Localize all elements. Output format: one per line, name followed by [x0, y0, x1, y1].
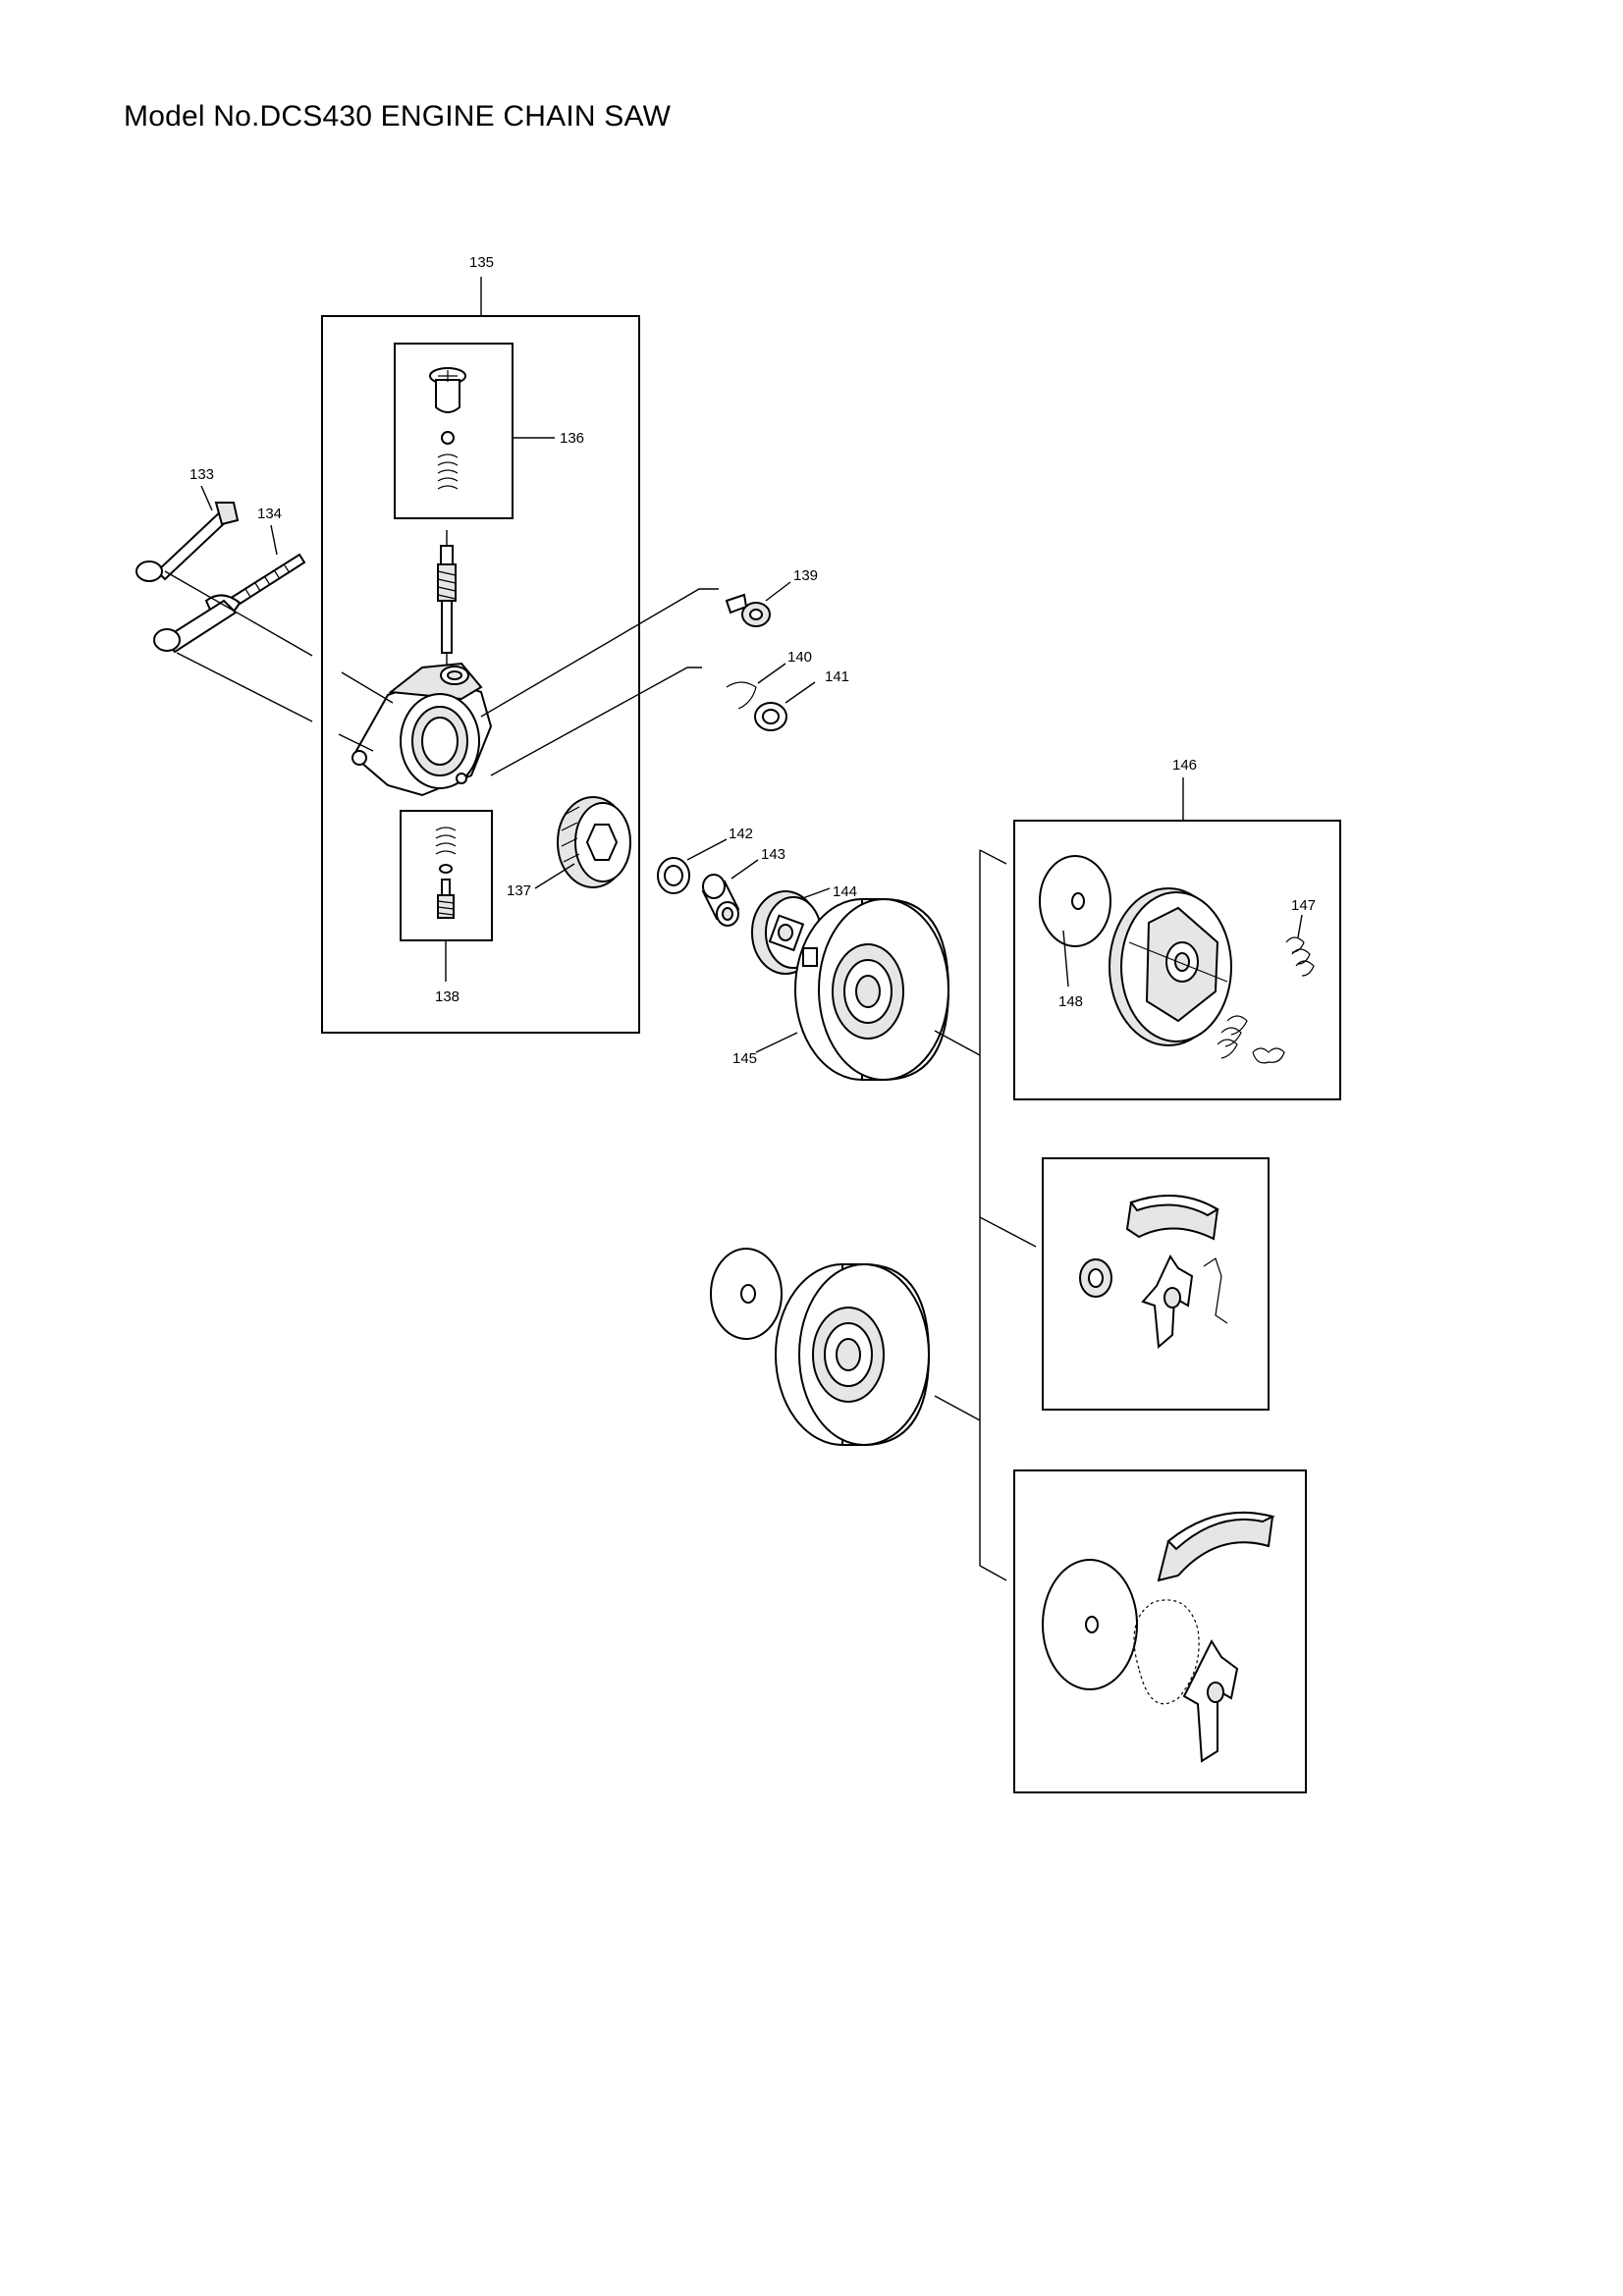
variant-2-shoe-part — [1125, 1194, 1219, 1241]
part-label-139: 139 — [793, 567, 818, 584]
clutch-springs-part — [1217, 936, 1315, 1064]
part-label-138: 138 — [435, 988, 460, 1005]
bolt-part — [725, 593, 771, 627]
oil-pump-body-part — [352, 662, 493, 797]
variant-bracket-lines — [934, 849, 1037, 1581]
oil-pump-assembly-group: 135 136 — [321, 254, 640, 1034]
part-label-143: 143 — [761, 846, 785, 863]
alt-clutch-drum-group — [710, 1248, 931, 1446]
part-label-136: 136 — [560, 430, 584, 447]
clutch-variant-box-3 — [1013, 1469, 1307, 1793]
variant-2-spring-part — [1203, 1257, 1228, 1324]
worm-shaft-part — [437, 530, 457, 667]
part-label-137: 137 — [507, 882, 531, 899]
part-label-142: 142 — [729, 826, 753, 842]
drum-washer-part — [657, 857, 690, 894]
part-label-147: 147 — [1291, 897, 1316, 914]
part-label-140: 140 — [787, 649, 812, 666]
clutch-drum-part — [794, 898, 950, 1081]
oil-pump-drive-gear-part — [557, 796, 631, 888]
variant-2-hub-part — [1141, 1254, 1194, 1350]
clutch-shoe-assembly-part — [1109, 887, 1232, 1046]
clutch-assembly-group: 146 148 147 — [1013, 757, 1341, 1100]
oil-pump-assembly-box — [321, 315, 640, 1034]
check-valve-part — [435, 827, 457, 919]
part-label-146: 146 — [1172, 757, 1197, 774]
clutch-drum-stack: 142 143 144 145 — [657, 826, 950, 1081]
part-label-145: 145 — [732, 1050, 757, 1067]
part-label-148: 148 — [1058, 993, 1083, 1010]
variant-2-washer-part — [1079, 1258, 1112, 1298]
part-label-141: 141 — [825, 668, 849, 685]
clutch-variant-box-2 — [1042, 1157, 1270, 1411]
washer-part — [754, 702, 787, 731]
variant-3-washer-part — [1042, 1559, 1138, 1690]
pump-fastener-parts: 139 140 141 — [480, 567, 849, 776]
clutch-variant-2-box — [1042, 1157, 1270, 1411]
needle-bearing-part — [701, 874, 740, 927]
part-label-133: 133 — [189, 466, 214, 483]
pump-lever-parts: 133 134 — [135, 466, 394, 752]
clutch-assembly-box — [1013, 820, 1341, 1100]
clutch-variant-3-box — [1013, 1469, 1307, 1793]
alt-drum-washer-part — [710, 1248, 783, 1340]
check-valve-kit-box — [400, 810, 493, 941]
clutch-washer-part — [1039, 855, 1111, 947]
adjust-screw-part — [429, 367, 466, 490]
adjust-screw-kit-box — [394, 343, 514, 519]
variant-3-hub-part — [1182, 1638, 1239, 1763]
part-label-135: 135 — [469, 254, 494, 271]
circlip-part — [726, 681, 757, 710]
variant-3-shoe-part — [1157, 1511, 1275, 1582]
alt-clutch-drum-part — [775, 1263, 931, 1446]
page-title: Model No.DCS430 ENGINE CHAIN SAW — [124, 100, 672, 133]
part-label-144: 144 — [833, 883, 857, 900]
part-label-134: 134 — [257, 506, 282, 522]
